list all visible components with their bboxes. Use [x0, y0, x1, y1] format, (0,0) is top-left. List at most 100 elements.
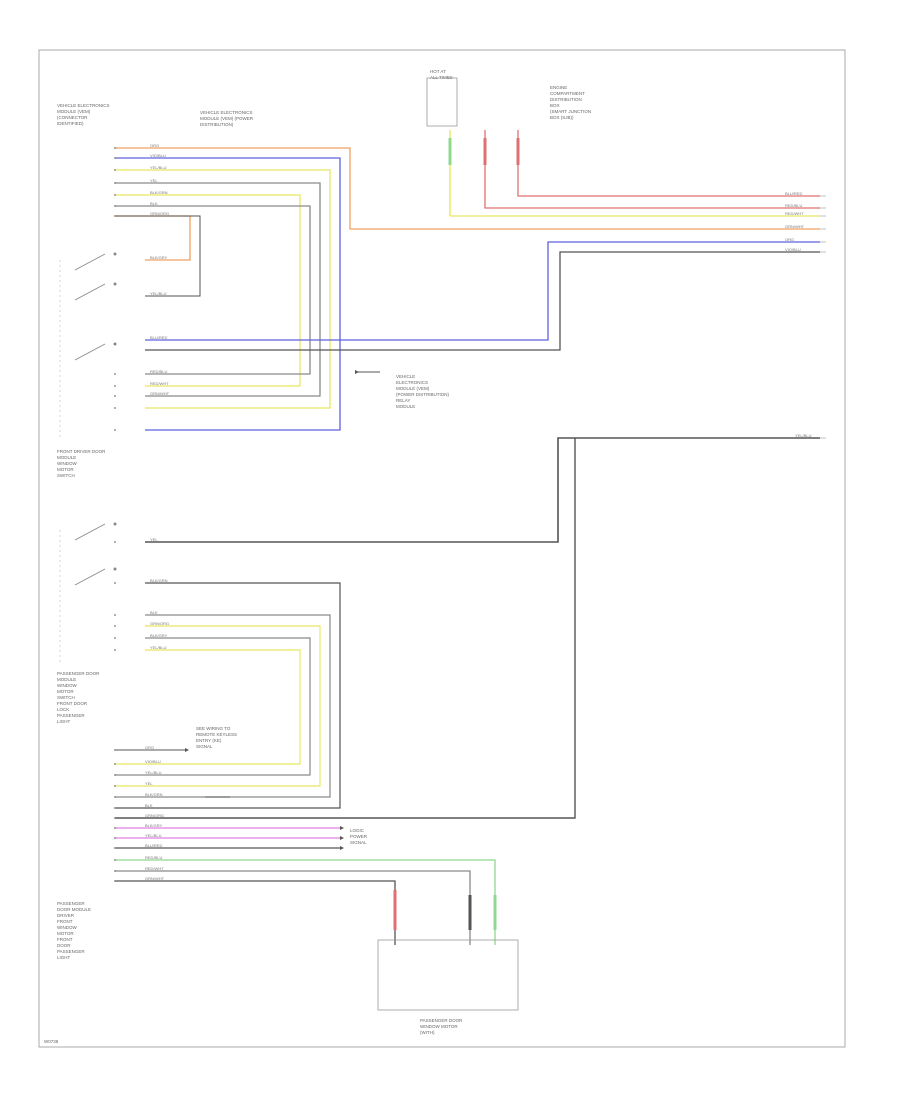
- pin-icon: [114, 637, 116, 639]
- wire-color-label: RED/BLU: [785, 203, 802, 208]
- wire-red-bus-2: [517, 130, 820, 197]
- switch-pin-icon: [113, 567, 117, 571]
- pin-icon: [114, 147, 116, 149]
- wire-color-label: BLK: [150, 610, 158, 615]
- distribution-box-label: (SMART JUNCTION: [550, 109, 591, 114]
- wire-color-label: BLK/GRN: [150, 190, 168, 195]
- switch-pin-icon: [113, 252, 117, 256]
- pin-icon: [114, 880, 116, 882]
- wire-dark-long: [145, 437, 820, 543]
- window-motor-box-icon: [377, 939, 519, 1011]
- passenger-door-switch-label: MOTOR: [57, 689, 74, 694]
- wires: [115, 130, 820, 945]
- signal-note: SIGNAL: [350, 840, 367, 845]
- pin-icon: [114, 157, 116, 159]
- pin-icon: [114, 827, 116, 829]
- wire-color-label: GRN/ORG: [145, 813, 164, 818]
- door-module-label: PASSENGER: [57, 901, 85, 906]
- arrow-icon: [185, 748, 189, 752]
- arrow-icon: [355, 370, 359, 374]
- wire-color-label: BLU/RED: [785, 191, 802, 196]
- pin-icon: [114, 205, 116, 207]
- wire-color-label: GRN/WHT: [785, 224, 805, 229]
- pin-icon: [114, 649, 116, 651]
- module-note: MODULE (VEM) (POWER: [200, 116, 254, 121]
- wire-color-label: ORG: [785, 237, 794, 242]
- module-note: VEHICLE ELECTRONICS: [200, 110, 253, 115]
- door-module-label: PASSENGER: [57, 949, 85, 954]
- wire-dark-sw: [115, 215, 201, 297]
- distribution-box-label: DISTRIBUTION: [550, 97, 582, 102]
- module-note: DISTRIBUTION): [200, 122, 234, 127]
- switch-contact-icon: [74, 343, 106, 361]
- distribution-box-label: BOX (SJB)): [550, 115, 574, 120]
- fuse-label: ALL TIMES: [430, 75, 453, 80]
- passenger-door-switch-label: LOCK: [57, 707, 69, 712]
- wire-color-label: YEL/BLU: [150, 645, 167, 650]
- arrow-icon: [340, 836, 344, 840]
- pin-icon: [114, 614, 116, 616]
- door-module-label: DOOR: [57, 943, 71, 948]
- passenger-door-switch-label: PASSENGER: [57, 713, 85, 718]
- window-motor-label: (WITH): [420, 1030, 435, 1035]
- wire-lower-5: [115, 649, 301, 765]
- passenger-door-switch-label: FRONT DOOR: [57, 701, 88, 706]
- vem-note: ELECTRONICS: [396, 380, 428, 385]
- wire-color-label: RED/BLU: [150, 369, 167, 374]
- wire-dark-bb: [115, 880, 396, 945]
- arrow-icon: [340, 826, 344, 830]
- pin-icon: [114, 541, 116, 543]
- pin-icon: [114, 215, 116, 217]
- wire-lower-3: [115, 625, 321, 787]
- window-motor-label: PASSENGER DOOR: [420, 1018, 463, 1023]
- pin-icon: [114, 774, 116, 776]
- distribution-box-label: COMPARTMENT: [550, 91, 585, 96]
- figure-id: W0738: [44, 1039, 59, 1044]
- connector-title: VEHICLE ELECTRONICS: [57, 103, 110, 108]
- pin-icon: [114, 785, 116, 787]
- fuse-box-icon: [426, 77, 458, 127]
- door-module-label: DRIVER: [57, 913, 75, 918]
- wire-color-label: VIO/BLU: [150, 153, 166, 158]
- wire-lower-4: [115, 637, 311, 776]
- wire-blue-top: [115, 157, 341, 431]
- ke-note: REMOTE KEYLESS: [196, 732, 237, 737]
- wire-color-label: YEL/BLU: [145, 770, 162, 775]
- pin-icon: [114, 625, 116, 627]
- pin-icon: [114, 385, 116, 387]
- passenger-door-switch-label: LIGHT: [57, 719, 71, 724]
- switch-pin-icon: [113, 282, 117, 286]
- pin-icon: [114, 749, 116, 751]
- wire-color-label: BLK: [145, 803, 153, 808]
- distribution-box-label: ENGINE: [550, 85, 567, 90]
- pin-icon: [114, 837, 116, 839]
- wire-color-label: BLU/RED: [150, 335, 167, 340]
- vem-note: RELAY: [396, 398, 410, 403]
- door-module-label: FRONT: [57, 919, 73, 924]
- pin-icon: [114, 194, 116, 196]
- diagram-frame: [38, 49, 846, 1048]
- wire-color-label: YEL/BLU: [150, 165, 167, 170]
- wire-color-label: GRN/WHT: [150, 391, 170, 396]
- pin-icon: [114, 807, 116, 809]
- pin-icon: [114, 429, 116, 431]
- wire-color-label: YEL/BLU: [150, 291, 167, 296]
- door-module-label: LIGHT: [57, 955, 71, 960]
- wire-gray-2: [115, 205, 311, 375]
- switch-pin-icon: [113, 522, 117, 526]
- wire-color-label: BLK/GRY: [145, 823, 163, 828]
- wire-color-label: RED/WHT: [145, 866, 164, 871]
- wire-color-label: YEL: [145, 781, 153, 786]
- wire-color-label: BLK/GRY: [150, 633, 168, 638]
- switch-pin-icon: [113, 342, 117, 346]
- wire-color-label: BLK/GRY: [150, 255, 168, 260]
- vem-note: (POWER DISTRIBUTION): [396, 392, 449, 397]
- wire-orange-top: [115, 147, 820, 230]
- connector-title: IDENTIFIED): [57, 121, 84, 126]
- wire-dark-bus: [145, 251, 820, 351]
- pin-icon: [114, 847, 116, 849]
- pin-icon: [114, 870, 116, 872]
- pin-icon: [114, 373, 116, 375]
- pin-icon: [114, 582, 116, 584]
- wire-yellow-1: [115, 169, 331, 409]
